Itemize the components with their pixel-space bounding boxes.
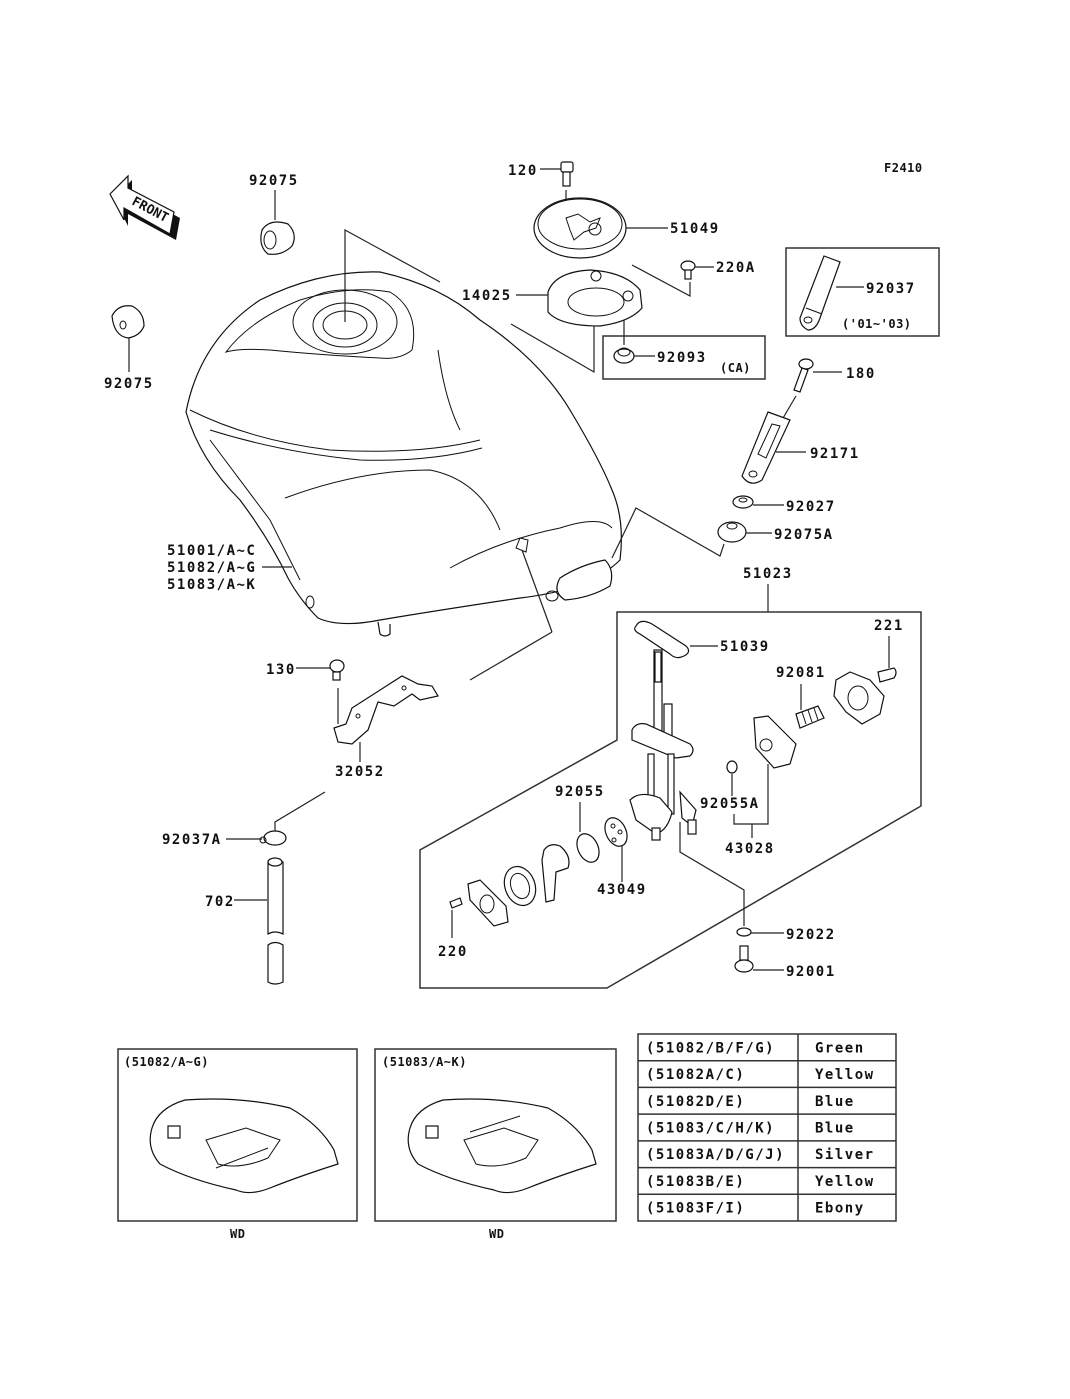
table-cell-part: (51083A/D/G/J) [646, 1147, 785, 1163]
callout-92027: 92027 [786, 499, 836, 515]
callout-51023: 51023 [743, 566, 793, 582]
inset-panel-51082: (51082/A~G) WD [117, 1048, 358, 1241]
screw-icon [449, 897, 463, 909]
filter-icon [604, 817, 628, 847]
table-cell-color: Yellow [815, 1174, 875, 1190]
table-cell-part: (51083B/E) [646, 1174, 745, 1190]
fuel-tank-drawing [185, 271, 622, 637]
callout-92093: 92093 [657, 350, 707, 366]
clamp-icon [259, 830, 287, 846]
cap-base-drawing [547, 269, 643, 327]
fuel-cock-drawing [629, 649, 697, 841]
callout-51083: 51083/A~K [167, 577, 256, 593]
oring-icon [726, 760, 738, 774]
callout-120: 120 [508, 163, 538, 179]
grommet-icon [111, 305, 145, 339]
inset-title: (51082/A~G) [124, 1055, 209, 1069]
table-cell-part: (51083/C/H/K) [646, 1121, 775, 1137]
callout-51049: 51049 [670, 221, 720, 237]
callout-51001: 51001/A~C [167, 543, 256, 559]
ca-variant-box [602, 335, 766, 380]
inset-title: (51083/A~K) [382, 1055, 467, 1069]
callout-92081: 92081 [776, 665, 826, 681]
filler-cap-drawing [533, 197, 627, 259]
table-cell-color: Blue [815, 1094, 855, 1110]
fuel-bowl-drawing [467, 844, 570, 927]
diaphragm-drawing [753, 715, 797, 769]
callout-92001: 92001 [786, 964, 836, 980]
cover-plate-drawing [833, 671, 885, 725]
callout-220a: 220A [716, 260, 756, 276]
callout-92075-left: 92075 [104, 376, 154, 392]
callout-92171: 92171 [810, 446, 860, 462]
grommet-icon [717, 521, 747, 543]
callout-220: 220 [438, 944, 468, 960]
bolt-icon [329, 659, 345, 681]
table-cell-color: Silver [815, 1147, 875, 1163]
table-cell-color: Green [815, 1040, 865, 1056]
oring-icon [576, 833, 600, 863]
strap-icon [799, 255, 841, 331]
callout-43049: 43049 [597, 882, 647, 898]
collar-icon [732, 495, 754, 509]
inset-caption: WD [230, 1227, 245, 1241]
screw-icon [680, 260, 696, 280]
color-variant-table: (51082/B/F/G) Green (51082A/C) Yellow (51082… [637, 1033, 897, 1222]
table-cell-part: (51083F/I) [646, 1201, 745, 1217]
bolt-icon [793, 358, 814, 393]
ca-variant-label: (CA) [720, 361, 751, 375]
callout-51039: 51039 [720, 639, 770, 655]
callout-180: 180 [846, 366, 876, 382]
callout-92075-upper: 92075 [249, 173, 299, 189]
callout-92022: 92022 [786, 927, 836, 943]
front-arrow-icon: FRONT [109, 174, 180, 240]
inset-panel-51083: (51083/A~K) WD [374, 1048, 617, 1241]
spring-icon [795, 705, 825, 729]
table-cell-color: Blue [815, 1121, 855, 1137]
strap-variant-box [785, 247, 940, 337]
nut-icon [613, 347, 635, 364]
fuel-cock-assembly-frame [419, 611, 922, 989]
callout-51082: 51082/A~G [167, 560, 256, 576]
hose-drawing [267, 857, 284, 985]
table-cell-part: (51082/B/F/G) [646, 1040, 775, 1056]
inset-caption: WD [489, 1227, 504, 1241]
grommet-icon [260, 221, 295, 255]
bracket-drawing [741, 411, 791, 484]
callout-92037a: 92037A [162, 832, 222, 848]
callout-702: 702 [205, 894, 235, 910]
screw-icon [877, 667, 897, 683]
table-cell-part: (51082A/C) [646, 1067, 745, 1083]
callout-92075a: 92075A [774, 527, 834, 543]
callout-14025: 14025 [462, 288, 512, 304]
callout-130: 130 [266, 662, 296, 678]
mounting-bracket-drawing [333, 675, 439, 745]
callout-221: 221 [874, 618, 904, 634]
callout-92055: 92055 [555, 784, 605, 800]
table-cell-part: (51082D/E) [646, 1094, 745, 1110]
gasket-icon [634, 620, 690, 659]
table-cell-color: Ebony [815, 1201, 865, 1217]
strap-years-label: ('01~'03) [842, 317, 912, 331]
figure-code: F2410 [884, 161, 923, 175]
bolt-icon [560, 161, 574, 187]
callout-92055a: 92055A [700, 796, 760, 812]
callout-92037: 92037 [866, 281, 916, 297]
washer-icon [736, 927, 752, 937]
callout-32052: 32052 [335, 764, 385, 780]
bolt-icon [734, 945, 754, 973]
table-cell-color: Yellow [815, 1067, 875, 1083]
callout-43028: 43028 [725, 841, 775, 857]
